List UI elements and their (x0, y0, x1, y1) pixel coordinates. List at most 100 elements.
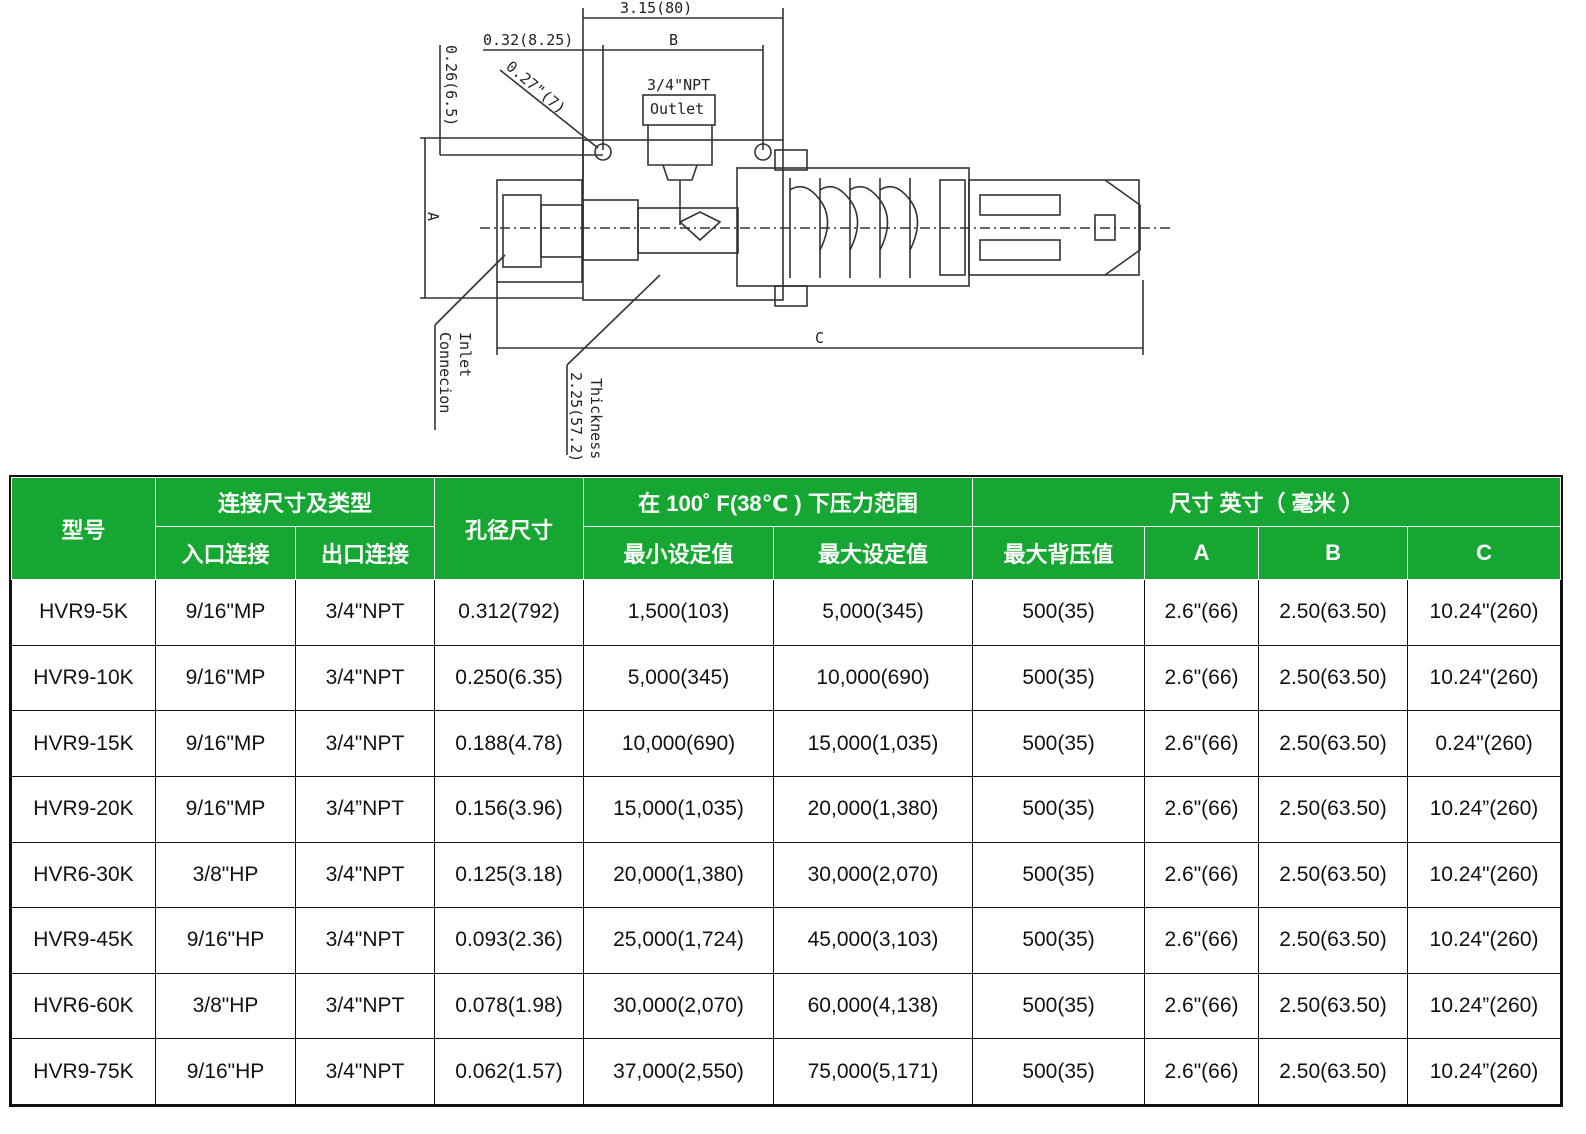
header-model: 型号 (11, 477, 156, 580)
drawing-labels: 3.15(80) 0.32(8.25) B 0.27"(7) 3/4"NPT O… (424, 0, 824, 462)
cell-b: 2.50(63.50) (1258, 710, 1409, 777)
cell-a: 2.6"(66) (1144, 1038, 1260, 1105)
drawing-lines (420, 8, 1170, 455)
header-max-back: 最大背压值 (972, 526, 1146, 580)
table-row: HVR9-20K 9/16"MP 3/4”NPT 0.156(3.96) 15,… (11, 775, 1562, 843)
cell-max-back: 500(35) (972, 907, 1146, 974)
cell-outlet: 3/4"NPT (294, 644, 436, 712)
cell-b: 2.50(63.50) (1258, 907, 1409, 974)
label-outlet-size: 3/4"NPT (647, 76, 710, 94)
cell-orifice: 0.093(2.36) (434, 907, 585, 974)
cell-c: 0.24"(260) (1407, 710, 1562, 777)
label-offset-top: 0.26(6.5) (442, 45, 460, 126)
cell-max-back: 500(35) (972, 579, 1146, 646)
cell-outlet: 3/4"NPT (294, 972, 436, 1040)
header-min-set: 最小设定值 (583, 526, 775, 580)
cell-outlet: 3/4”NPT (294, 775, 436, 843)
cell-model: HVR9-20K (11, 775, 156, 843)
cell-c: 10.24"(260) (1407, 841, 1562, 909)
header-dimensions: 尺寸 英寸（ 毫米 ） (972, 477, 1562, 527)
label-offset-left: 0.32(8.25) (483, 31, 573, 49)
cell-min-set: 25,000(1,724) (583, 907, 775, 974)
cell-orifice: 0.250(6.35) (434, 644, 585, 712)
table-row: HVR9-5K 9/16"MP 3/4"NPT 0.312(792) 1,500… (11, 579, 1562, 646)
cell-max-set: 5,000(345) (773, 579, 974, 646)
cell-min-set: 30,000(2,070) (583, 972, 775, 1040)
cell-a: 2.6"(66) (1144, 710, 1260, 777)
label-hole: 0.27"(7) (502, 57, 569, 117)
cell-max-set: 60,000(4,138) (773, 972, 974, 1040)
cell-orifice: 0.312(792) (434, 579, 585, 646)
cell-model: HVR9-45K (11, 907, 156, 974)
cell-inlet: 9/16"HP (155, 907, 296, 974)
cell-max-back: 500(35) (972, 841, 1146, 909)
cell-outlet: 3/4"NPT (294, 710, 436, 777)
label-dim-c: C (815, 329, 824, 347)
label-inlet: Inlet (456, 332, 474, 377)
cell-orifice: 0.188(4.78) (434, 710, 585, 777)
label-thickness: Thickness (587, 378, 605, 459)
header-orifice: 孔径尺寸 (434, 477, 585, 580)
label-dim-a: A (424, 212, 442, 221)
cell-a: 2.6"(66) (1144, 907, 1260, 974)
cell-model: HVR9-5K (11, 579, 156, 646)
table-body: HVR9-5K 9/16"MP 3/4"NPT 0.312(792) 1,500… (11, 579, 1562, 1105)
cell-min-set: 15,000(1,035) (583, 775, 775, 843)
cell-orifice: 0.125(3.18) (434, 841, 585, 909)
cell-model: HVR9-75K (11, 1038, 156, 1105)
cell-outlet: 3/4"NPT (294, 1038, 436, 1105)
cell-model: HVR9-10K (11, 644, 156, 712)
cell-max-set: 20,000(1,380) (773, 775, 974, 843)
header-pressure-range: 在 100˚ F(38℃ ) 下压力范围 (583, 477, 974, 527)
cell-outlet: 3/4"NPT (294, 907, 436, 974)
cell-c: 10.24"(260) (1407, 644, 1562, 712)
cell-c: 10.24"(260) (1407, 579, 1562, 646)
table-row: HVR6-60K 3/8"HP 3/4"NPT 0.078(1.98) 30,0… (11, 972, 1562, 1040)
cell-c: 10.24”(260) (1407, 972, 1562, 1040)
cell-inlet: 9/16"MP (155, 579, 296, 646)
spec-table: 型号 连接尺寸及类型 孔径尺寸 在 100˚ F(38℃ ) 下压力范围 尺寸 … (8, 475, 1564, 1107)
header-c: C (1407, 526, 1562, 580)
cell-c: 10.24”(260) (1407, 1038, 1562, 1105)
table-row: HVR9-15K 9/16"MP 3/4"NPT 0.188(4.78) 10,… (11, 710, 1562, 777)
cell-model: HVR6-30K (11, 841, 156, 909)
cell-b: 2.50(63.50) (1258, 1038, 1409, 1105)
cell-model: HVR9-15K (11, 710, 156, 777)
label-outlet: Outlet (650, 100, 704, 118)
cell-outlet: 3/4"NPT (294, 841, 436, 909)
table-row: HVR9-10K 9/16"MP 3/4"NPT 0.250(6.35) 5,0… (11, 644, 1562, 712)
cell-min-set: 37,000(2,550) (583, 1038, 775, 1105)
cell-min-set: 1,500(103) (583, 579, 775, 646)
cell-b: 2.50(63.50) (1258, 775, 1409, 843)
cell-max-back: 500(35) (972, 972, 1146, 1040)
cell-b: 2.50(63.50) (1258, 972, 1409, 1040)
label-inlet-connection: Connecion (436, 332, 454, 413)
label-total-width: 3.15(80) (620, 0, 692, 17)
cell-b: 2.50(63.50) (1258, 841, 1409, 909)
cell-inlet: 3/8"HP (155, 841, 296, 909)
cell-inlet: 3/8"HP (155, 972, 296, 1040)
cell-max-back: 500(35) (972, 775, 1146, 843)
cell-inlet: 9/16"MP (155, 644, 296, 712)
cell-max-set: 45,000(3,103) (773, 907, 974, 974)
table-row: HVR9-75K 9/16"HP 3/4"NPT 0.062(1.57) 37,… (11, 1038, 1562, 1105)
cell-orifice: 0.078(1.98) (434, 972, 585, 1040)
cell-orifice: 0.062(1.57) (434, 1038, 585, 1105)
cell-inlet: 9/16"MP (155, 775, 296, 843)
cell-a: 2.6"(66) (1144, 775, 1260, 843)
cell-max-back: 500(35) (972, 710, 1146, 777)
cell-c: 10.24"(260) (1407, 907, 1562, 974)
cell-a: 2.6"(66) (1144, 972, 1260, 1040)
table-row: HVR9-45K 9/16"HP 3/4"NPT 0.093(2.36) 25,… (11, 907, 1562, 974)
cell-a: 2.6"(66) (1144, 644, 1260, 712)
header-max-set: 最大设定值 (773, 526, 974, 580)
cell-min-set: 20,000(1,380) (583, 841, 775, 909)
header-inlet: 入口连接 (155, 526, 296, 580)
label-dim-b: B (669, 31, 678, 49)
cell-max-back: 500(35) (972, 644, 1146, 712)
header-outlet: 出口连接 (294, 526, 436, 580)
header-connection: 连接尺寸及类型 (154, 477, 436, 527)
cell-a: 2.6"(66) (1144, 579, 1260, 646)
cell-max-set: 15,000(1,035) (773, 710, 974, 777)
cell-max-back: 500(35) (972, 1038, 1146, 1105)
